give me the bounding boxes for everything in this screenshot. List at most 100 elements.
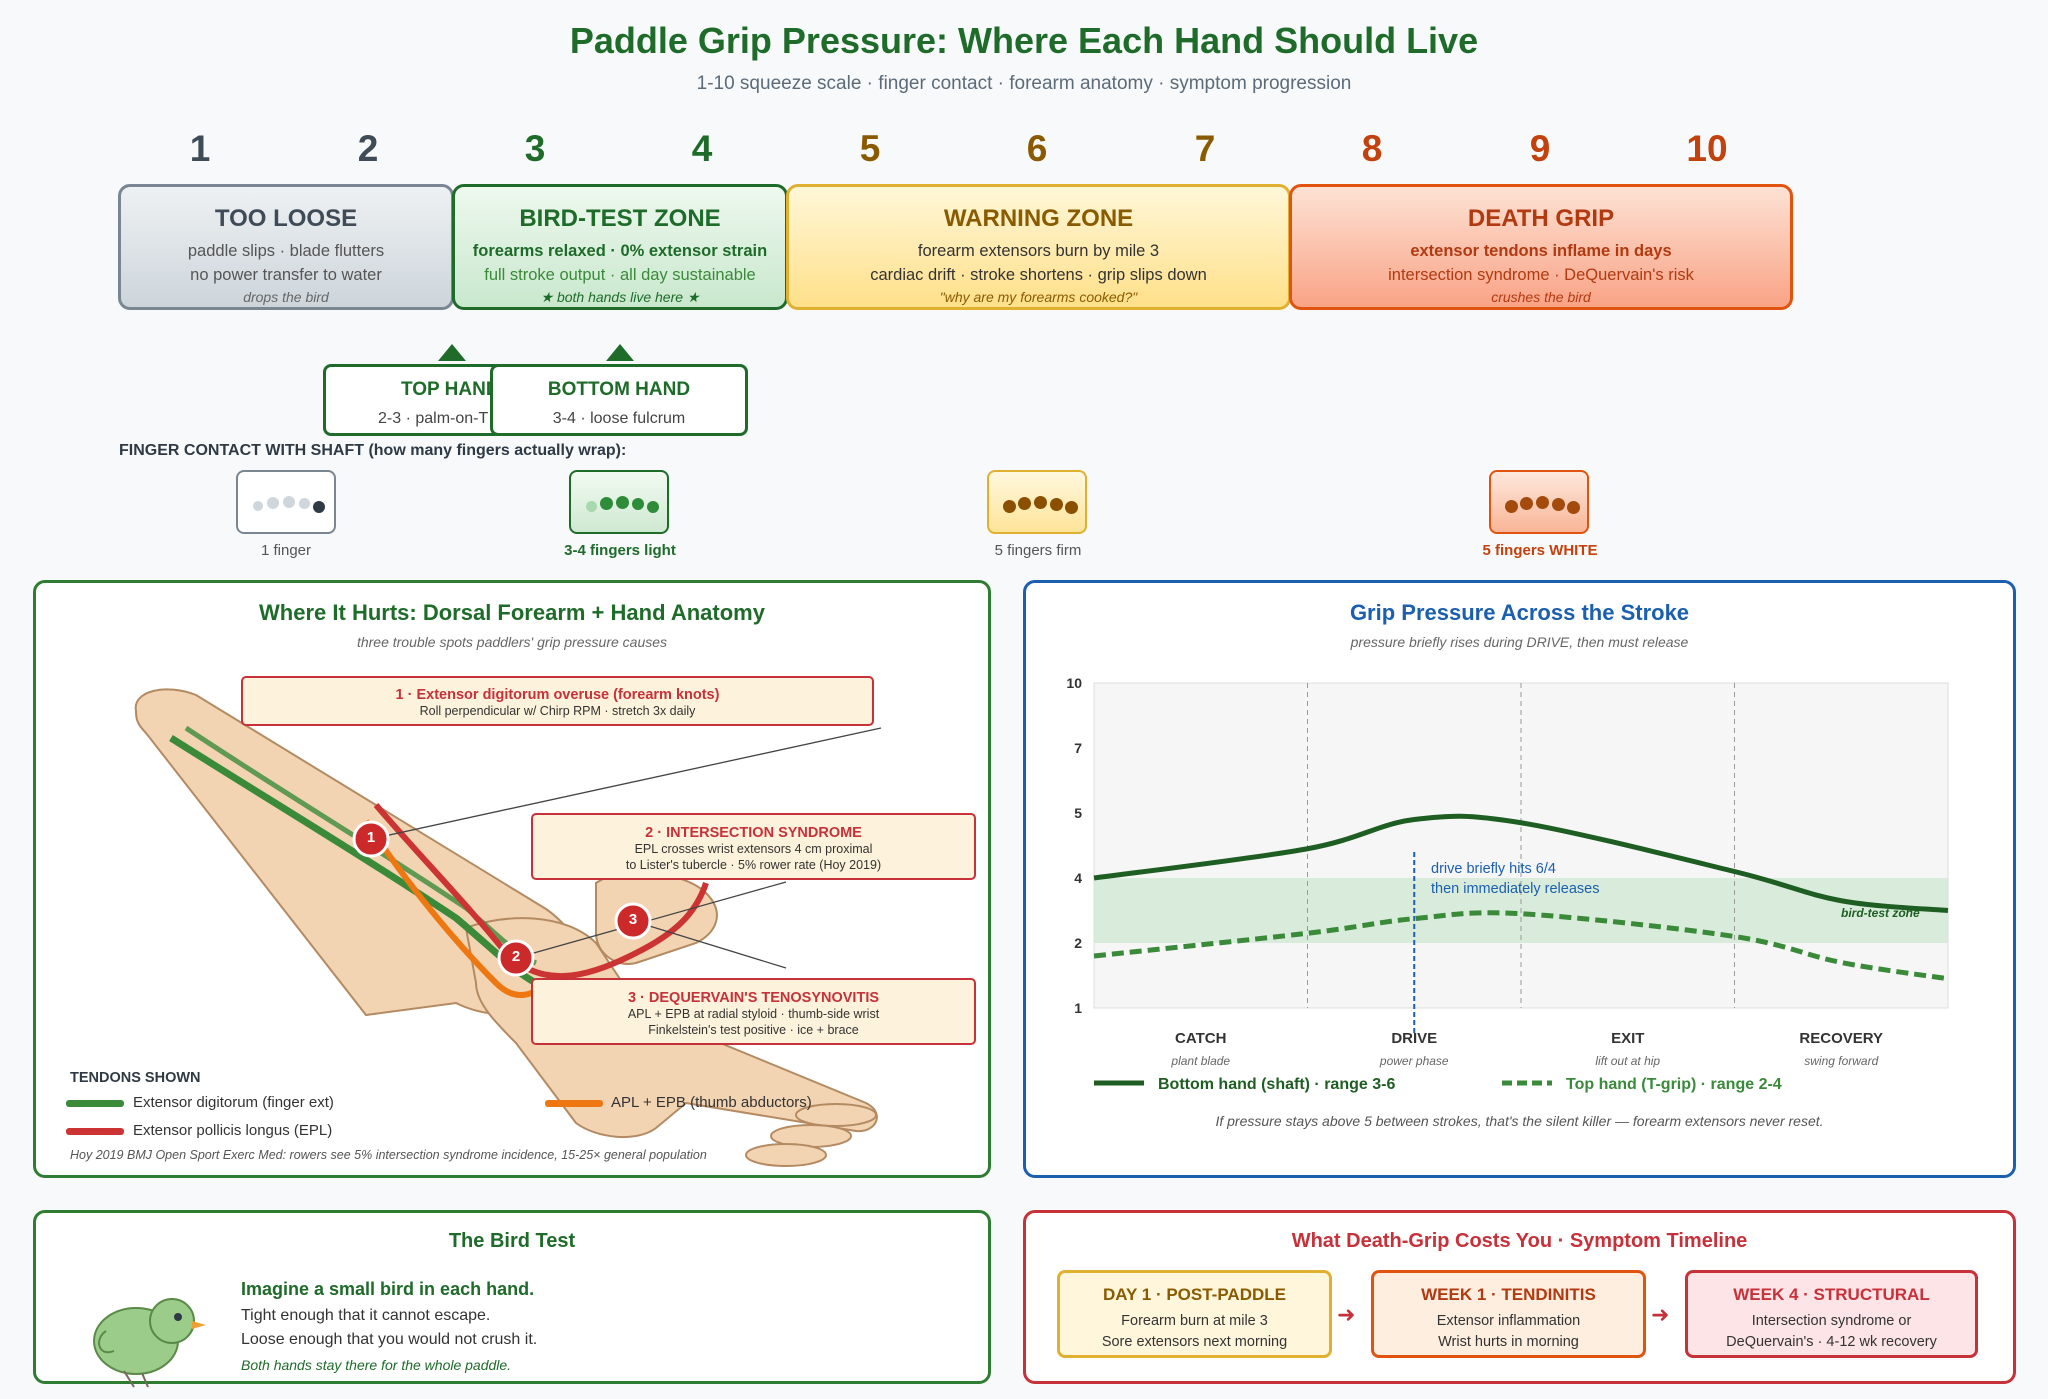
finger-contact-label: 1 finger	[260, 542, 312, 559]
bottom-hand-title: BOTTOM HAND	[547, 379, 691, 400]
marker-2: 2	[511, 948, 521, 965]
stroke-subtitle: pressure briefly rises during DRIVE, the…	[1350, 634, 1689, 650]
bird-test-note: Both hands stay there for the whole padd…	[241, 1357, 512, 1373]
page-title: Paddle Grip Pressure: Where Each Hand Sh…	[569, 20, 1479, 61]
zone-line: intersection syndrome · DeQuervain's ris…	[1388, 266, 1694, 284]
zone-title: BIRD-TEST ZONE	[519, 205, 721, 232]
arrow-icon: ➜	[1651, 1302, 1670, 1327]
stroke-panel: Grip Pressure Across the Stroke pressure…	[1023, 580, 2016, 1178]
bottom-hand-range: 3-4 · loose fulcrum	[552, 410, 686, 427]
zone-title: WARNING ZONE	[943, 205, 1134, 232]
finger-contact-1	[236, 470, 336, 534]
page-subtitle: 1-10 squeeze scale · finger contact · fo…	[696, 73, 1352, 94]
symptom-stage-day1: DAY 1 · POST-PADDLE Forearm burn at mile…	[1057, 1270, 1332, 1358]
y-tick-label: 1	[1074, 1000, 1082, 1016]
callout-title: 3 · DEQUERVAIN'S TENOSYNOVITIS	[627, 990, 880, 1006]
top-hand-label: TOP HAND 2-3 · palm-on-T	[323, 364, 503, 436]
callout-text: APL + EPB at radial styloid · thumb-side…	[627, 1007, 880, 1021]
bird-test-title: The Bird Test	[448, 1230, 576, 1252]
scale-number: 10	[1686, 128, 1728, 169]
zone-line: cardiac drift · stroke shortens · grip s…	[870, 266, 1207, 284]
chart-annotation: drive briefly hits 6/4 then immediately …	[1431, 859, 1599, 899]
stage-title: WEEK 1 · TENDINITIS	[1421, 1285, 1596, 1304]
arrow-icon: ➜	[1337, 1302, 1356, 1327]
zone-line: forearm extensors burn by mile 3	[917, 242, 1160, 260]
scale-number: 8	[1361, 128, 1383, 169]
zone-line: no power transfer to water	[190, 266, 382, 284]
y-tick-label: 5	[1074, 805, 1082, 821]
bird-icon	[93, 1298, 206, 1388]
top-hand-range: 2-3 · palm-on-T	[378, 410, 489, 427]
stage-line: Sore extensors next morning	[1101, 1334, 1288, 1350]
symptom-title: What Death-Grip Costs You · Symptom Time…	[1291, 1230, 1748, 1252]
stage-line: Intersection syndrome or	[1751, 1313, 1912, 1329]
scale-number: 3	[524, 128, 546, 169]
x-category-label: CATCH	[1175, 1030, 1226, 1047]
zone-title: DEATH GRIP	[1467, 205, 1615, 232]
zone-death-grip: DEATH GRIP extensor tendons inflame in d…	[1289, 184, 1793, 310]
anatomy-subtitle: three trouble spots paddlers' grip press…	[356, 634, 668, 650]
callout-text: to Lister's tubercle · 5% rower rate (Ho…	[625, 858, 882, 872]
stage-line: Wrist hurts in morning	[1438, 1334, 1579, 1350]
legend-label: Extensor pollicis longus (EPL)	[133, 1122, 333, 1139]
marker-1: 1	[366, 829, 376, 846]
stage-line: Extensor inflammation	[1436, 1313, 1581, 1329]
zone-note: crushes the bird	[1491, 289, 1591, 305]
stroke-title: Grip Pressure Across the Stroke	[1349, 600, 1690, 625]
x-category-label: EXIT	[1611, 1030, 1644, 1047]
finger-contact-5-firm	[987, 470, 1087, 534]
callout-text: Finkelstein's test positive · ice + brac…	[648, 1023, 859, 1037]
zone-band-label: bird-test zone	[1841, 906, 1920, 920]
x-category-note: plant blade	[1170, 1054, 1230, 1068]
zone-line: extensor tendons inflame in days	[1410, 242, 1672, 260]
bird-test-line: Tight enough that it cannot escape.	[241, 1307, 491, 1324]
anatomy-panel: Where It Hurts: Dorsal Forearm + Hand An…	[33, 580, 991, 1178]
callout-title: 1 · Extensor digitorum overuse (forearm …	[395, 687, 720, 703]
zone-bird-test: BIRD-TEST ZONE forearms relaxed · 0% ext…	[452, 184, 788, 310]
legend-label: Extensor digitorum (finger ext)	[133, 1094, 334, 1111]
scale-number: 4	[691, 128, 713, 169]
finger-contact-label: 5 fingers firm	[994, 542, 1082, 559]
finger-contact-label: 3-4 fingers light	[564, 542, 676, 559]
scale-number: 1	[189, 128, 211, 169]
stage-line: DeQuervain's · 4-12 wk recovery	[1726, 1334, 1937, 1350]
forearm-illustration	[134, 688, 882, 1167]
citation: Hoy 2019 BMJ Open Sport Exerc Med: rower…	[70, 1148, 707, 1162]
y-tick-label: 4	[1074, 870, 1082, 886]
anatomy-title: Where It Hurts: Dorsal Forearm + Hand An…	[259, 600, 765, 625]
scale-number: 5	[859, 128, 881, 169]
zone-too-loose: TOO LOOSE paddle slips · blade flutters …	[118, 184, 454, 310]
bottom-hand-pointer	[606, 344, 634, 361]
bird-test-panel: The Bird Test Imagine a small bird in ea…	[33, 1210, 991, 1388]
y-tick-label: 2	[1074, 935, 1082, 951]
callout-text: EPL crosses wrist extensors 4 cm proxima…	[634, 842, 873, 856]
stroke-footnote: If pressure stays above 5 between stroke…	[1215, 1113, 1824, 1129]
scale-number: 7	[1194, 128, 1216, 169]
legend-swatch-green	[66, 1100, 124, 1107]
callout-title: 2 · INTERSECTION SYNDROME	[645, 825, 862, 841]
x-category-note: lift out at hip	[1595, 1054, 1660, 1068]
zone-note: drops the bird	[243, 289, 329, 305]
symptom-stage-week1: WEEK 1 · TENDINITIS Extensor inflammatio…	[1371, 1270, 1646, 1358]
y-tick-label: 10	[1066, 675, 1082, 691]
bird-test-line: Loose enough that you would not crush it…	[241, 1331, 538, 1348]
scale-number: 9	[1529, 128, 1551, 169]
annotation-line: then immediately releases	[1431, 881, 1600, 897]
zone-line: paddle slips · blade flutters	[187, 242, 385, 260]
x-category-note: swing forward	[1804, 1054, 1878, 1068]
legend-label: APL + EPB (thumb abductors)	[611, 1094, 812, 1111]
marker-3: 3	[628, 911, 638, 928]
legend-swatch-red	[66, 1128, 124, 1135]
finger-contact-5-white	[1489, 470, 1589, 534]
zone-note: ★ both hands live here ★	[540, 289, 700, 305]
callout-text: Roll perpendicular w/ Chirp RPM · stretc…	[419, 704, 696, 718]
y-tick-label: 7	[1074, 740, 1082, 756]
zone-title: TOO LOOSE	[214, 205, 358, 232]
finger-contact-3-4	[569, 470, 669, 534]
x-category-label: DRIVE	[1391, 1030, 1437, 1047]
finger-contact-heading: FINGER CONTACT WITH SHAFT (how many fing…	[119, 442, 627, 459]
zone-note: "why are my forearms cooked?"	[939, 289, 1138, 305]
stage-line: Forearm burn at mile 3	[1121, 1313, 1268, 1329]
stage-title: WEEK 4 · STRUCTURAL	[1733, 1285, 1930, 1304]
